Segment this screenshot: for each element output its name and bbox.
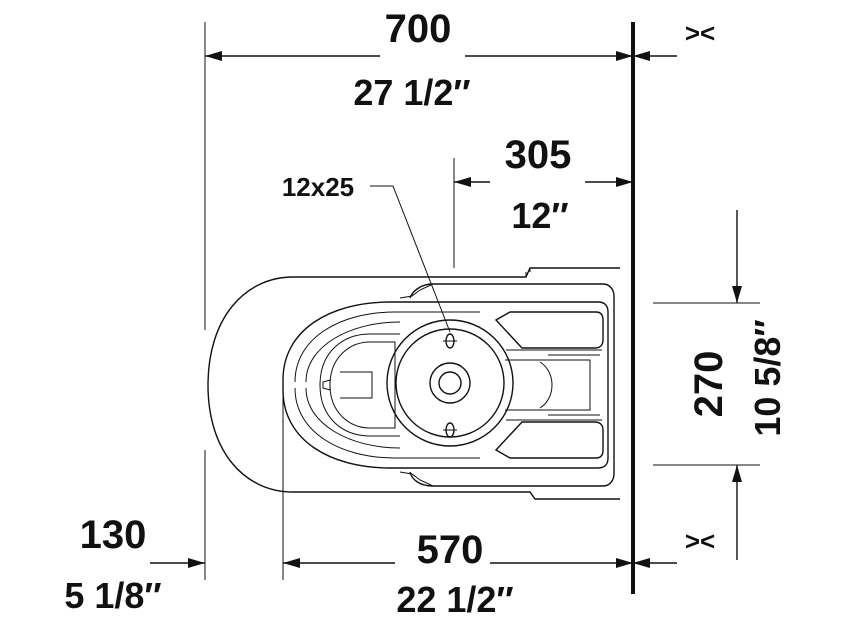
- toilet-outline: [207, 267, 620, 500]
- dim-body-depth-metric: 570: [417, 528, 484, 572]
- dim-seat-offset: 130 5 1/8″: [64, 450, 206, 616]
- dim-overall-depth-imperial: 27 1/2″: [353, 72, 470, 113]
- dim-body-depth-imperial: 22 1/2″: [396, 579, 513, 620]
- dim-height-metric: 270: [687, 351, 731, 418]
- wall-gap-symbol-bottom: ><: [685, 526, 715, 556]
- dim-seat-offset-imperial: 5 1/8″: [64, 575, 161, 616]
- dim-outlet-distance-imperial: 12″: [511, 195, 568, 236]
- dim-seat-offset-metric: 130: [80, 513, 147, 557]
- wall-gap-symbol-top: ><: [685, 18, 715, 48]
- dim-overall-depth: 700 27 1/2″: [204, 7, 633, 330]
- dim-outlet-distance: 305 12″: [453, 133, 633, 268]
- callout-fixing-bolts: 12x25: [282, 172, 451, 333]
- dim-overall-depth-metric: 700: [385, 7, 452, 51]
- callout-fixing-bolts-label: 12x25: [282, 172, 354, 202]
- dim-height-imperial: 10 5/8″: [747, 319, 788, 436]
- dim-outlet-distance-metric: 305: [505, 133, 572, 177]
- dim-height: 270 10 5/8″: [653, 210, 788, 560]
- dim-body-depth: 570 22 1/2″: [282, 395, 633, 620]
